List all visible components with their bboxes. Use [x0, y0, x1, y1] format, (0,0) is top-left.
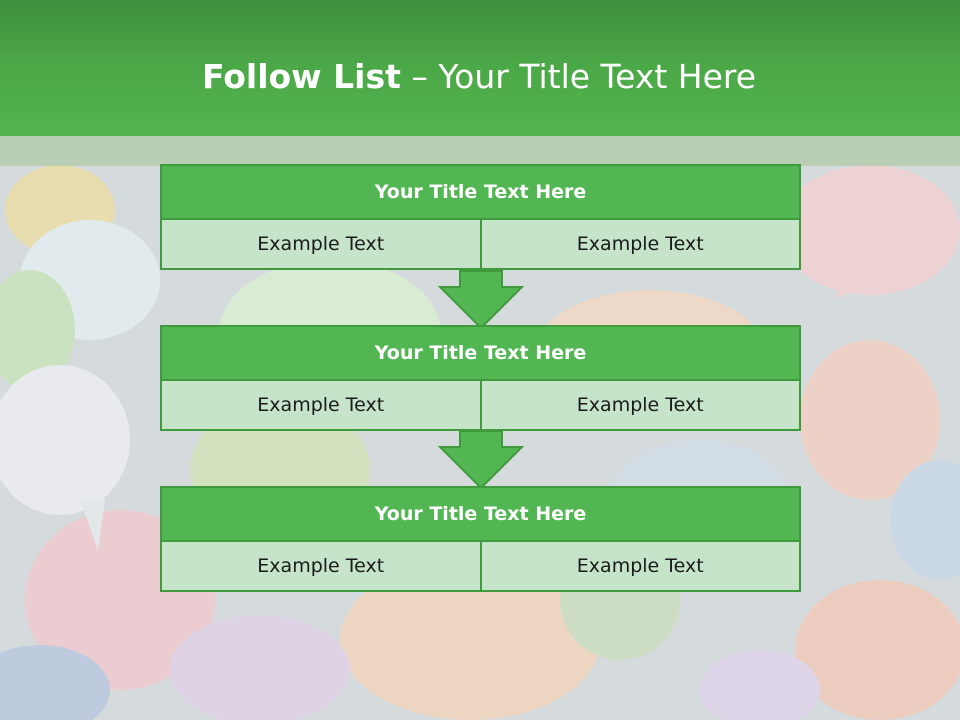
block-row: Example Text Example Text	[160, 220, 801, 270]
list-block-2: Your Title Text Here Example Text Exampl…	[160, 325, 801, 431]
list-block-1: Your Title Text Here Example Text Exampl…	[160, 164, 801, 270]
page-title-bold: Follow List	[202, 57, 401, 96]
page-title-rest: – Your Title Text Here	[411, 57, 757, 96]
block-cell-left: Example Text	[160, 381, 482, 431]
down-arrow-icon	[438, 430, 524, 490]
block-cell-right: Example Text	[481, 381, 801, 431]
block-cell-right: Example Text	[481, 220, 801, 270]
block-title: Your Title Text Here	[160, 164, 801, 220]
block-row: Example Text Example Text	[160, 381, 801, 431]
block-cell-right: Example Text	[481, 542, 801, 592]
page-title: Follow List – Your Title Text Here	[202, 52, 756, 102]
block-row: Example Text Example Text	[160, 542, 801, 592]
down-arrow-icon	[438, 270, 524, 330]
block-cell-left: Example Text	[160, 542, 482, 592]
block-title: Your Title Text Here	[160, 325, 801, 381]
header-stripe	[0, 136, 960, 166]
block-cell-left: Example Text	[160, 220, 482, 270]
header-bar: Follow List – Your Title Text Here	[0, 0, 960, 136]
list-block-3: Your Title Text Here Example Text Exampl…	[160, 486, 801, 592]
block-title: Your Title Text Here	[160, 486, 801, 542]
